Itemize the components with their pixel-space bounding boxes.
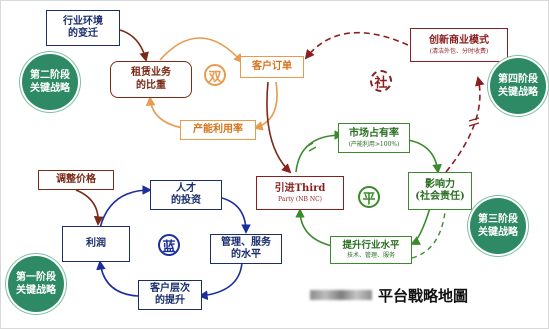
arrow-price-to-profit (75, 189, 104, 226)
loop-marker-ping: 平 (358, 186, 380, 208)
box-talent-invest: 人才 的投资 (150, 180, 222, 210)
arrow-orders-to-third (266, 81, 292, 174)
introduce-third-sub: Party (NB NC) (277, 195, 322, 203)
arrow-profit-to-talent (99, 185, 152, 229)
box-capacity-util: 产能利用率 (180, 120, 256, 140)
loop-marker-shuang: 双 (204, 64, 226, 86)
loop-marker-lan: 蓝 (158, 234, 180, 256)
box-new-business-model: 创新商业模式 (清洁外包、分时收费) (410, 28, 508, 62)
arrow-customer-to-profit (96, 260, 139, 297)
box-raise-industry: 提升行业水平 技术、管理、服务 (330, 236, 412, 264)
box-profit: 利润 (62, 226, 130, 262)
badge-phase3: 第三阶段 关键战略 (470, 198, 526, 254)
arrow-influence-to-model (445, 76, 485, 173)
raise-industry-sub: 技术、管理、服务 (346, 252, 395, 260)
new-business-model-title: 创新商业模式 (429, 35, 489, 47)
box-influence: 影响力 (社会责任) (408, 172, 472, 210)
arrow-dashed-raise (411, 211, 446, 259)
market-share-sub: (产能利用>100%) (348, 140, 400, 148)
caption-text: 平台戰略地圖 (378, 286, 469, 305)
raise-industry-title: 提升行业水平 (342, 240, 400, 252)
diagram-caption: 平台戰略地圖 (310, 285, 468, 305)
box-market-share: 市场占有率 (产能利用>100%) (338, 123, 410, 153)
arrow-industry-to-leasing (119, 29, 149, 62)
box-introduce-third: 引进Third Party (NB NC) (256, 176, 344, 210)
arrow-leasing-to-orders (159, 37, 244, 64)
arrow-third-to-market (295, 130, 344, 173)
box-customer-level: 客户层次 的提升 (138, 280, 202, 310)
badge-phase4: 第四阶段 关键战略 (490, 58, 546, 114)
arrow-capacity-to-leasing (145, 96, 184, 129)
box-adjust-price: 调整价格 (38, 170, 114, 190)
arrow-raise-to-third (295, 208, 333, 247)
new-business-model-sub: (清洁外包、分时收费) (429, 47, 489, 55)
box-leasing-share: 租赁业务 的比重 (110, 61, 192, 98)
loop-marker-she: 社 (370, 70, 392, 92)
box-customer-orders: 客户订单 (240, 56, 304, 78)
arrow-talent-to-mgmt (221, 197, 251, 234)
introduce-third-title: 引进Third (274, 183, 326, 195)
market-share-title: 市场占有率 (349, 128, 399, 140)
arrow-market-to-influence (407, 139, 442, 174)
blurred-brand-mark (310, 290, 372, 300)
badge-phase2: 第二阶段 关键战略 (22, 54, 78, 110)
arrow-dashed-to-orders (304, 32, 409, 60)
box-industry-env: 行业环境 的变迁 (46, 10, 120, 46)
arrow-influence-to-raise (410, 207, 431, 245)
box-management-service: 管理、服务 的水平 (210, 234, 282, 264)
badge-phase1: 第一阶段 关键战略 (8, 256, 64, 312)
arrow-orders-to-capacity (253, 81, 278, 131)
arrow-mgmt-to-customer (198, 261, 243, 301)
